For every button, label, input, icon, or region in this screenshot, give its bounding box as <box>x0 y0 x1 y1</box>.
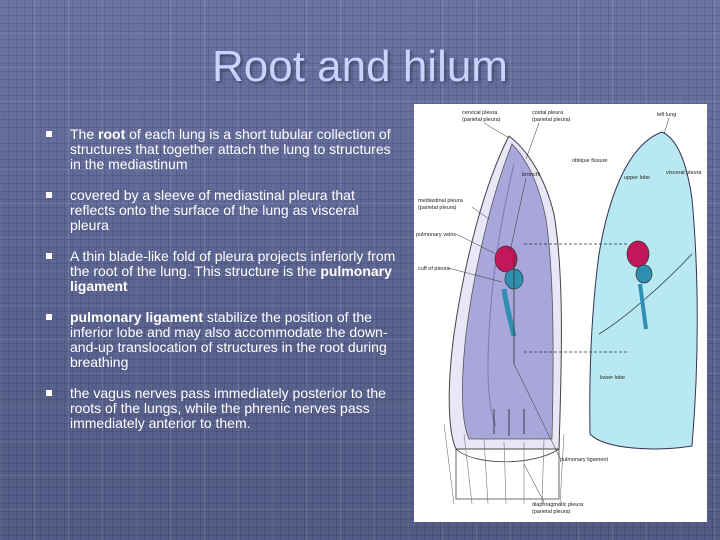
leader-lines <box>447 117 670 503</box>
pleural-cavity-drawing <box>443 135 565 505</box>
label-cuff-of-pleura: cuff of pleura <box>418 266 451 272</box>
bullet-item: pulmonary ligament stabilize the positio… <box>46 310 396 370</box>
label-pulmonary-veins: pulmonary veins <box>416 232 456 238</box>
label-mediastinal-pleura: mediastinal pleura <box>418 198 464 204</box>
left-lung-drawing <box>589 131 698 450</box>
bullet-item: The root of each lung is a short tubular… <box>46 127 396 172</box>
label-diaphragmatic-pleura-sub: (parietal pleura) <box>532 509 571 515</box>
square-bullet-icon <box>46 253 52 259</box>
lung-root-illustration: cervical pleura (parietal pleura) costal… <box>414 104 707 522</box>
label-bronchi: bronchi <box>522 172 540 178</box>
bullet-item: covered by a sleeve of mediastinal pleur… <box>46 188 396 233</box>
square-bullet-icon <box>46 131 52 137</box>
label-pulmonary-ligament: pulmonary ligament <box>560 457 608 463</box>
square-bullet-icon <box>46 390 52 396</box>
label-cervical-pleura: cervical pleura <box>462 110 498 116</box>
anatomy-drawing: cervical pleura (parietal pleura) costal… <box>416 110 702 515</box>
bullet-item: the vagus nerves pass immediately poster… <box>46 386 396 431</box>
label-diaphragmatic-pleura: diaphragmatic pleura <box>532 502 584 508</box>
label-lower-lobe: lower lobe <box>600 375 625 381</box>
label-costal-pleura: costal pleura <box>532 110 564 116</box>
bullet-list: The root of each lung is a short tubular… <box>46 127 396 447</box>
label-cervical-pleura-sub: (parietal pleura) <box>462 117 501 123</box>
label-mediastinal-pleura-sub: (parietal pleura) <box>418 205 457 211</box>
label-costal-pleura-sub: (parietal pleura) <box>532 117 571 123</box>
bullet-item: A thin blade-like fold of pleura project… <box>46 249 396 294</box>
square-bullet-icon <box>46 314 52 320</box>
square-bullet-icon <box>46 192 52 198</box>
label-oblique-fissure: oblique fissure <box>572 158 607 164</box>
label-visceral-pleura: visceral pleura <box>666 170 702 176</box>
label-upper-lobe: upper lobe <box>624 175 650 181</box>
slide-title: Root and hilum <box>212 42 508 91</box>
label-left-lung: left lung <box>657 112 676 118</box>
